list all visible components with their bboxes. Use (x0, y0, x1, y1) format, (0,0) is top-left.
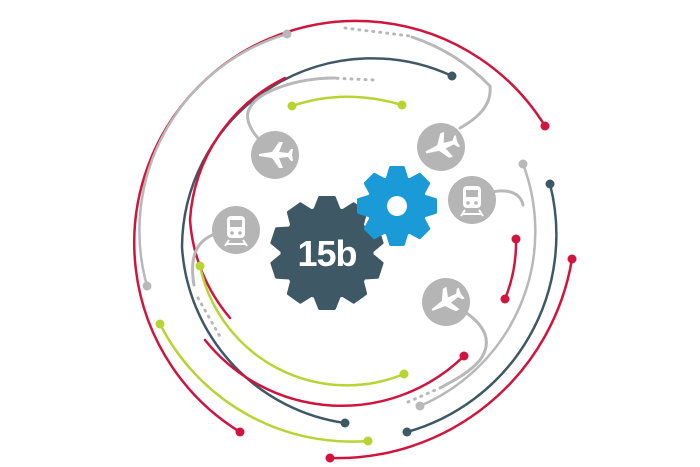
inner-red-arc-right-end-top (511, 234, 521, 244)
gray-arc-right-end-top (518, 159, 528, 169)
gray-arc-top-right (410, 35, 492, 130)
outer-red-arc-end-top (540, 121, 550, 131)
slate-arc-right (405, 182, 558, 434)
lime-arc-outer (158, 322, 370, 443)
lime-arc-mid-end-top (195, 261, 205, 271)
lime-arc-outer-end-top (155, 319, 165, 329)
inner-red-arc-bottom (203, 338, 466, 407)
gray-dotted-arc-bottom (406, 386, 442, 404)
inner-red-arc-right-end-bottom (500, 294, 510, 304)
slate-arc-right-end-bottom (402, 427, 412, 437)
gear-blue-hole (387, 196, 407, 216)
outer-red-arc-end-bottom (235, 427, 245, 437)
lime-arc-mid (198, 264, 406, 387)
inner-red-arc-bottom-end (459, 351, 469, 361)
inner-red-arc-left (188, 76, 287, 320)
train-icon-left (212, 206, 260, 254)
lime-arc-outer-end-bottom (363, 436, 373, 446)
lime-arc-top-end-right (397, 100, 407, 110)
outer-red-arc-right-end-bottom (325, 453, 335, 463)
outer-red-arc-right-end-top (567, 254, 577, 264)
gray-dotted-arc-top (343, 26, 412, 38)
gray-arc-left (138, 32, 289, 288)
lime-arc-top (290, 95, 404, 108)
slate-arc-right-end-top (545, 179, 555, 189)
gray-arc-left-end-bottom (142, 281, 152, 291)
gray-dotted-top-inner (328, 76, 377, 82)
airplane-icon-bottom-right (422, 278, 470, 326)
gray-arc-right (418, 162, 537, 408)
main-gear (270, 196, 384, 310)
slate-arc-top-end (447, 71, 457, 81)
train-icon-right (448, 176, 496, 224)
blue-gear (357, 166, 437, 246)
inner-red-arc-right (503, 237, 518, 301)
airplane-icon-top-right (417, 123, 465, 171)
gray-arc-right-end-bottom (415, 401, 425, 411)
airplane-icon-left (251, 131, 299, 179)
gray-arc-left-end-top (282, 29, 292, 39)
lime-arc-mid-end-bottom (399, 369, 409, 379)
gray-connector-right-plane (438, 300, 488, 390)
gear-dark-body (270, 196, 384, 310)
slate-arc-bottom-end (340, 418, 350, 428)
lime-arc-top-end-left (287, 101, 297, 111)
outer-red-arc-right (328, 257, 574, 460)
logo-15b: 15b (297, 233, 356, 274)
gray-dotted-left-inner (196, 296, 224, 342)
